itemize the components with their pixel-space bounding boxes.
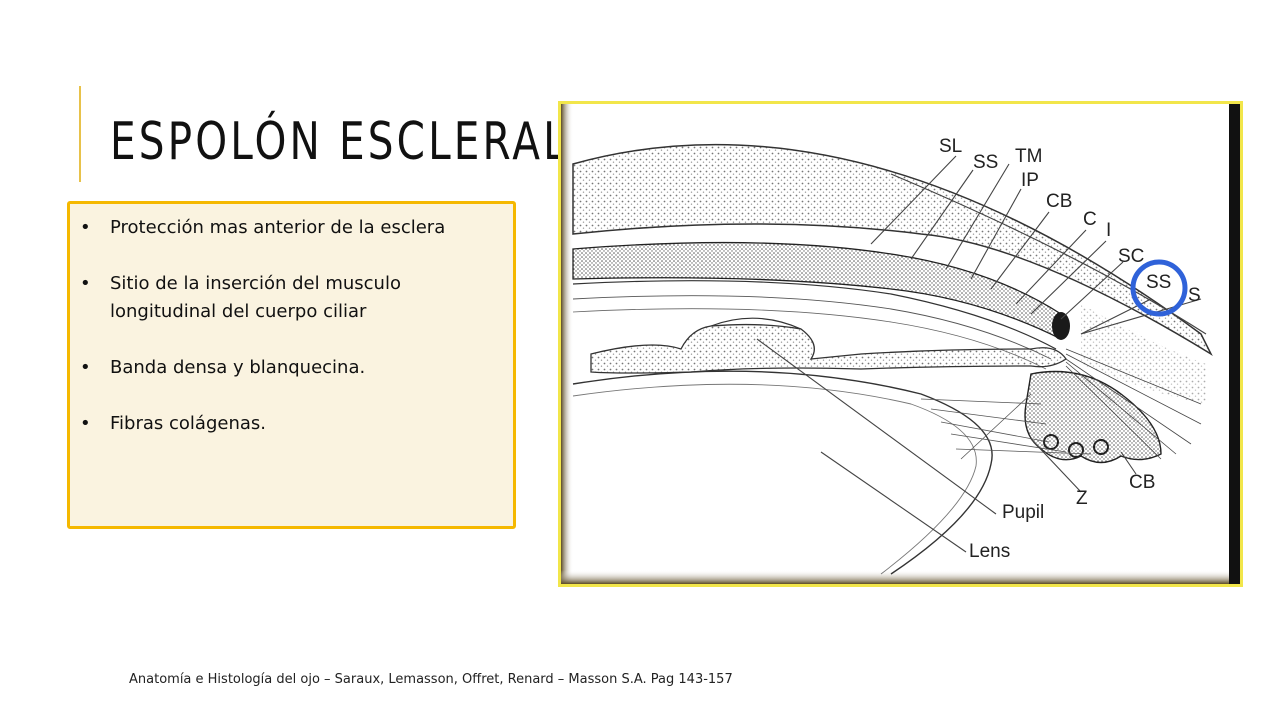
bullet-item: Sitio de la inserción del musculo longit… (80, 270, 501, 326)
label-ss-circled: SS (1146, 272, 1171, 293)
zonule-fibers (920, 393, 1092, 460)
label-ip: IP (1021, 170, 1039, 191)
label-cb-top: CB (1046, 191, 1072, 212)
label-i: I (1106, 220, 1111, 241)
title-accent-bar (79, 86, 81, 182)
label-sl: SL (939, 136, 962, 157)
bullet-item: Banda densa y blanquecina. (80, 354, 501, 382)
label-c: C (1083, 209, 1097, 230)
frame-shadow-left (561, 104, 573, 584)
label-tm: TM (1015, 146, 1042, 167)
label-cb-bottom: CB (1129, 472, 1155, 493)
lens-layer (572, 383, 977, 575)
sclera (1081, 304, 1206, 404)
bullet-item: Protección mas anterior de la esclera (80, 214, 501, 242)
label-pupil: Pupil (1002, 502, 1044, 523)
label-ss-top: SS (973, 152, 998, 173)
frame-shadow-bottom (561, 570, 1240, 584)
pupil-edge (710, 317, 802, 330)
label-lens: Lens (969, 541, 1010, 562)
iris (590, 323, 1067, 374)
slide-title: ESPOLÓN ESCLERAL (110, 112, 569, 172)
label-sc: SC (1118, 246, 1144, 267)
schlemm-canal (1052, 312, 1070, 340)
leader-lines (756, 155, 1202, 553)
frame-shadow-right (1229, 104, 1240, 584)
bullet-box: Protección mas anterior de la esclera Si… (67, 201, 516, 529)
label-z: Z (1076, 488, 1088, 509)
scleral-spur-highlight-circle (1130, 259, 1188, 317)
cornea (572, 143, 1213, 357)
eye-anatomy-diagram: SL SS TM IP CB C I SC SS S CB Z Pupil Le… (561, 104, 1240, 584)
bullet-item: Fibras colágenas. (80, 410, 501, 438)
figure-frame: SL SS TM IP CB C I SC SS S CB Z Pupil Le… (558, 101, 1243, 587)
longitudinal-muscle-fibers (1065, 348, 1202, 460)
citation: Anatomía e Histología del ojo – Saraux, … (129, 672, 733, 687)
label-s: S (1188, 285, 1201, 306)
bullet-list: Protección mas anterior de la esclera Si… (80, 214, 501, 438)
lens-capsule (572, 370, 993, 575)
